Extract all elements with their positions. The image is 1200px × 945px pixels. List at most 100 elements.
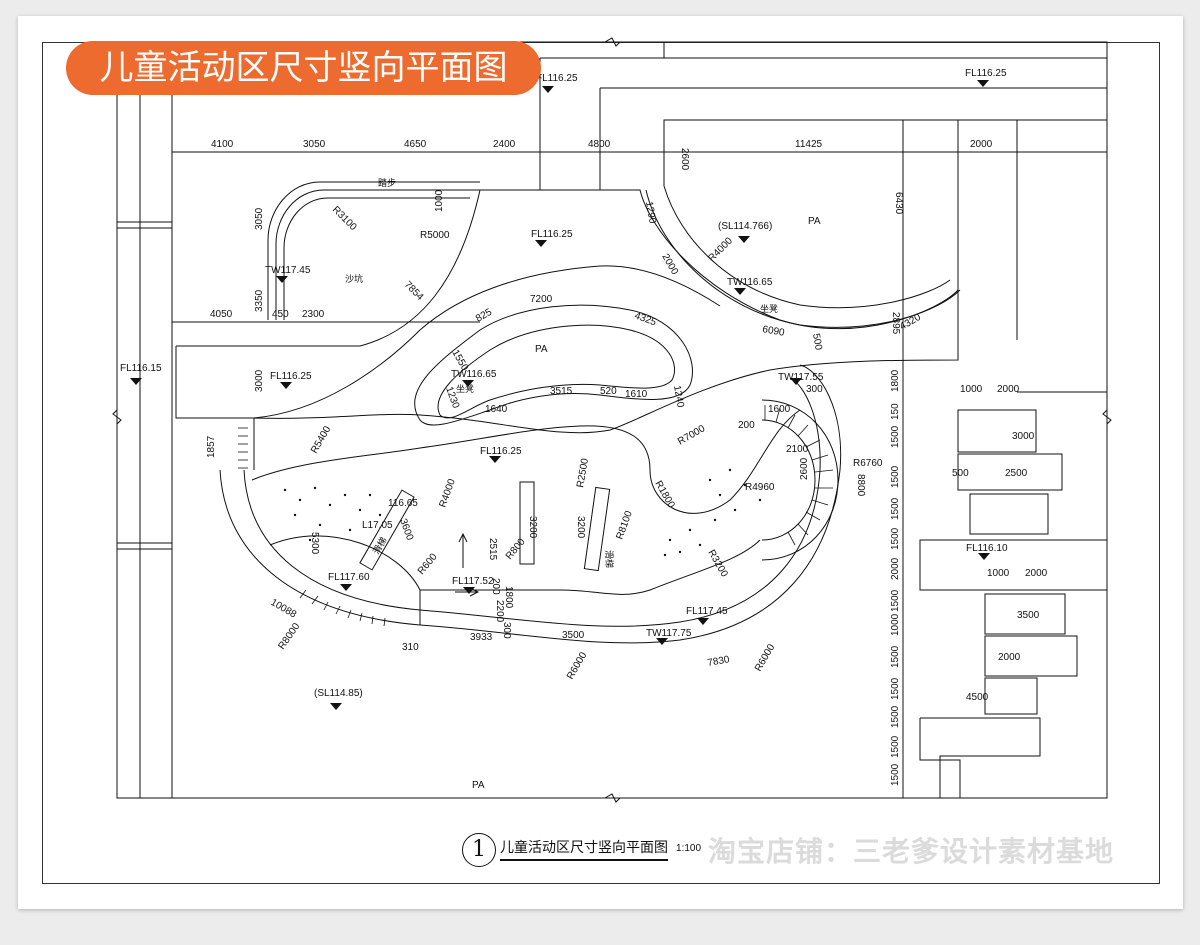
svg-text:滑梯: 滑梯 <box>370 535 389 557</box>
svg-text:3350: 3350 <box>254 289 265 312</box>
slide-1 <box>359 489 415 571</box>
svg-text:1500: 1500 <box>890 677 901 700</box>
dim-top-6: 11425 <box>795 139 823 150</box>
svg-text:2100: 2100 <box>786 444 809 455</box>
svg-text:FL116.10: FL116.10 <box>966 543 1008 554</box>
svg-text:TW116.65: TW116.65 <box>451 369 497 380</box>
svg-text:2500: 2500 <box>1005 468 1028 479</box>
svg-text:3000: 3000 <box>1012 431 1035 442</box>
svg-text:R2500: R2500 <box>575 457 591 488</box>
svg-text:(SL114.85): (SL114.85) <box>314 688 363 699</box>
svg-text:PA: PA <box>535 344 548 355</box>
svg-text:8800: 8800 <box>855 474 866 497</box>
svg-text:3933: 3933 <box>470 632 493 643</box>
svg-text:L17.05: L17.05 <box>362 520 393 531</box>
drawing-title: 儿童活动区尺寸竖向平面图 <box>500 837 668 861</box>
svg-text:1500: 1500 <box>890 425 901 448</box>
svg-text:2515: 2515 <box>487 538 498 561</box>
svg-text:3500: 3500 <box>1017 610 1040 621</box>
svg-text:1500: 1500 <box>890 589 901 612</box>
svg-text:FL117.45: FL117.45 <box>686 606 728 617</box>
svg-text:2000: 2000 <box>1025 568 1048 579</box>
svg-text:R4960: R4960 <box>745 482 775 493</box>
svg-text:(SL114.766): (SL114.766) <box>718 221 772 232</box>
svg-text:R5000: R5000 <box>420 230 450 241</box>
svg-text:1800: 1800 <box>890 369 901 392</box>
svg-text:R7000: R7000 <box>676 423 707 447</box>
svg-text:7200: 7200 <box>530 294 553 305</box>
slide-3 <box>583 486 611 572</box>
dim-top-1: 4100 <box>211 139 234 150</box>
pa-island <box>414 304 693 426</box>
svg-text:300: 300 <box>806 384 823 395</box>
svg-text:10088: 10088 <box>269 597 299 621</box>
svg-text:7854: 7854 <box>402 279 426 303</box>
dim-top-4: 2400 <box>493 139 516 150</box>
sandpit-border-outer <box>267 181 480 320</box>
walkway-left <box>175 265 721 419</box>
svg-text:PA: PA <box>472 780 485 791</box>
svg-text:踏步: 踏步 <box>378 177 396 189</box>
svg-text:6090: 6090 <box>761 324 785 339</box>
svg-text:3515: 3515 <box>550 386 573 397</box>
dim-top-2: 3050 <box>303 139 326 150</box>
watermark: 淘宝店铺：三老爹设计素材基地 <box>708 835 1115 868</box>
svg-text:FL117.60: FL117.60 <box>328 572 370 583</box>
svg-text:R6000: R6000 <box>565 650 589 681</box>
right-dim-column: 1800 150 1500 1500 1500 1500 2000 1500 1… <box>890 369 901 786</box>
svg-text:1500: 1500 <box>890 705 901 728</box>
svg-text:R5400: R5400 <box>309 424 333 455</box>
svg-text:R6760: R6760 <box>853 458 883 469</box>
svg-text:2600: 2600 <box>679 148 690 171</box>
svg-text:R4000: R4000 <box>706 235 735 264</box>
stair-arc <box>761 419 816 541</box>
svg-text:1000: 1000 <box>434 189 445 212</box>
svg-text:3500: 3500 <box>562 630 585 641</box>
svg-text:1000: 1000 <box>890 613 901 636</box>
svg-text:R3100: R3100 <box>330 204 359 233</box>
svg-text:5300: 5300 <box>309 532 320 555</box>
svg-text:FL116.25: FL116.25 <box>480 446 522 457</box>
svg-text:PA: PA <box>808 216 821 227</box>
svg-text:R800: R800 <box>504 536 528 562</box>
svg-text:1500: 1500 <box>890 735 901 758</box>
svg-text:150: 150 <box>890 403 901 420</box>
svg-text:310: 310 <box>402 642 419 653</box>
svg-text:1500: 1500 <box>890 497 901 520</box>
svg-text:1290: 1290 <box>643 201 658 225</box>
svg-text:FL117.52: FL117.52 <box>452 576 494 587</box>
drawing-scale: 1:100 <box>676 843 702 854</box>
dim-top-5: 4800 <box>588 139 611 150</box>
svg-text:2895: 2895 <box>890 312 901 335</box>
lower-playground-outer <box>219 364 842 644</box>
drawing-number: 1 <box>462 833 496 867</box>
svg-text:1800: 1800 <box>503 586 514 609</box>
svg-text:2600: 2600 <box>799 457 810 480</box>
svg-text:FL116.25: FL116.25 <box>965 68 1007 79</box>
svg-text:3600: 3600 <box>397 517 415 542</box>
svg-text:500: 500 <box>952 468 969 479</box>
inner-play-edge <box>251 409 801 514</box>
svg-text:1640: 1640 <box>485 404 508 415</box>
svg-text:200: 200 <box>738 420 755 431</box>
svg-text:4500: 4500 <box>966 692 989 703</box>
svg-text:2000: 2000 <box>659 252 680 277</box>
page-title: 儿童活动区尺寸竖向平面图 <box>66 41 541 95</box>
svg-text:1000: 1000 <box>987 568 1010 579</box>
svg-text:1000: 1000 <box>960 384 983 395</box>
svg-text:R3200: R3200 <box>705 548 729 579</box>
svg-text:1857: 1857 <box>206 435 217 458</box>
svg-text:6430: 6430 <box>893 192 904 215</box>
playground-outline-upper <box>253 189 959 470</box>
svg-text:1500: 1500 <box>890 763 901 786</box>
svg-text:3000: 3000 <box>254 369 265 392</box>
svg-text:滑梯: 滑梯 <box>603 550 615 568</box>
svg-text:TW117.75: TW117.75 <box>646 628 692 639</box>
svg-text:TW117.45: TW117.45 <box>265 265 311 276</box>
svg-text:116.65: 116.65 <box>388 498 418 509</box>
svg-text:坐凳: 坐凳 <box>760 304 778 315</box>
svg-text:1500: 1500 <box>890 645 901 668</box>
svg-text:R600: R600 <box>416 551 440 577</box>
svg-text:R8100: R8100 <box>614 509 635 541</box>
